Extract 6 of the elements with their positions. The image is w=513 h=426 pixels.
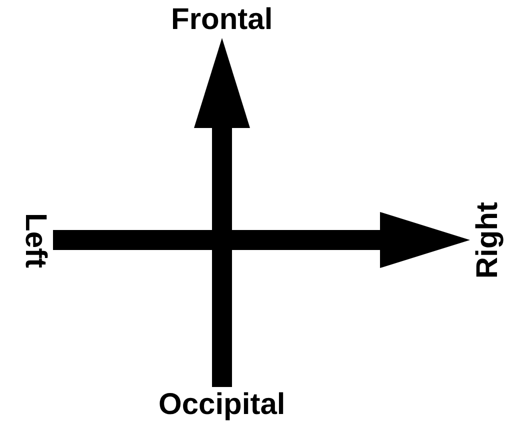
arrow [194,38,250,387]
direction-label: Right [473,202,503,278]
direction-label: Left [20,212,50,268]
direction-label: Occipital [158,390,286,420]
direction-label: Frontal [171,5,273,35]
arrow [53,212,470,268]
